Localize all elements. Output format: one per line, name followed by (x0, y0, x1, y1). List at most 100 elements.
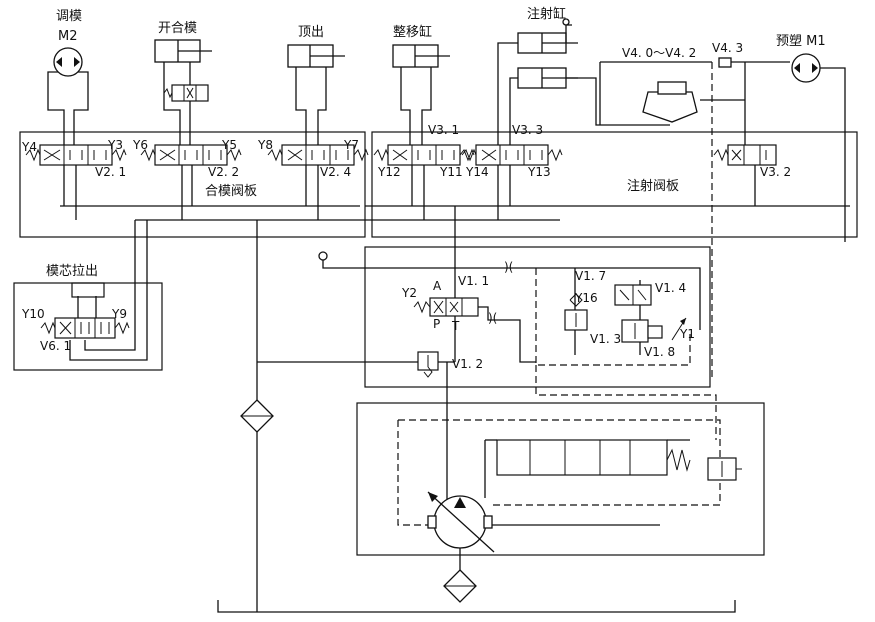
v31-label: V3. 1 (428, 123, 459, 137)
pipe (566, 77, 670, 126)
valve-v1-3 (564, 293, 588, 331)
pipe (317, 67, 327, 145)
v22-label: V2. 2 (208, 165, 239, 179)
pipe (322, 260, 701, 330)
y6-label: Y6 (132, 138, 148, 152)
v12-label: V1. 2 (452, 357, 483, 371)
pipe (163, 62, 181, 145)
y8-label: Y8 (257, 138, 273, 152)
valve-v1-1 (413, 297, 479, 317)
pump-unit-panel-border (356, 402, 765, 556)
valve-v3-2 (713, 144, 777, 166)
pipe (509, 77, 518, 145)
dashed-pilot-line (535, 365, 717, 440)
v32-label: V3. 2 (760, 165, 791, 179)
m2-label: M2 (58, 29, 78, 44)
valve-v2-2 (140, 144, 242, 166)
valve-v1-4 (614, 284, 652, 306)
pipe (565, 24, 572, 43)
clamp-plate-label: 合模阀板 (205, 184, 257, 199)
v14-label: V1. 4 (655, 281, 686, 295)
variable-arrowhead (428, 492, 438, 502)
pipe (820, 67, 846, 242)
valve-v1-8 (621, 317, 687, 343)
mold-adjust-motor-m2 (53, 47, 83, 77)
screw-barrel-unit (642, 81, 698, 123)
motor-arrow (812, 63, 818, 73)
gauge-point (562, 18, 570, 26)
y2-label: Y2 (401, 286, 417, 300)
injection-valve-plate-border (371, 131, 858, 238)
pipe (478, 306, 536, 363)
pilot-valve-panel-border (364, 246, 711, 388)
pipe (47, 71, 65, 145)
valve-v3-1 (373, 144, 475, 166)
v21-label: V2. 1 (95, 165, 126, 179)
y16-label: Y16 (574, 291, 598, 305)
pipe (400, 67, 411, 145)
motor-arrow (74, 57, 80, 67)
carriage-label: 整移缸 (393, 24, 432, 40)
motor-arrow (56, 57, 62, 67)
valve-v2-1 (25, 144, 127, 166)
dashed-pilot-line (397, 420, 428, 526)
injection-plate-label: 注射阀板 (627, 178, 679, 194)
y10-label: Y10 (21, 307, 45, 321)
pipe (69, 220, 148, 361)
pipe (73, 71, 89, 145)
variable-arrow (427, 491, 495, 553)
v18-label: V1. 8 (644, 345, 675, 359)
y3-label: Y3 (107, 138, 123, 152)
clamp-valve-plate-border (19, 131, 366, 238)
y14-label: Y14 (465, 165, 489, 179)
valve-v2-4 (267, 144, 369, 166)
preplastic-label: 预塑 M1 (776, 34, 826, 49)
v43-label: V4. 3 (712, 41, 743, 55)
y1-label: Y1 (679, 327, 695, 341)
relief-valve-v1-2 (417, 351, 439, 378)
v4-label: V4. 0～V4. 2 (622, 46, 696, 60)
pipe (421, 67, 432, 145)
y12-label: Y12 (377, 165, 401, 179)
pump-control-valve (496, 439, 691, 476)
ejector-label: 顶出 (298, 25, 324, 40)
y13-label: Y13 (527, 165, 551, 179)
pipe (295, 67, 307, 145)
v11-label: V1. 1 (458, 274, 489, 288)
tank-line (217, 600, 736, 613)
pipe (84, 220, 136, 351)
pump-port (483, 515, 493, 529)
v24-label: V2. 4 (320, 165, 351, 179)
y5-label: Y5 (221, 138, 237, 152)
relief-valve-pump (707, 457, 742, 481)
orifice-symbol: )( (488, 311, 497, 325)
open-close-label: 开合模 (158, 21, 197, 36)
core-pull-label: 模芯拉出 (46, 264, 98, 279)
filter-left (240, 399, 274, 433)
p-port-label: P (433, 317, 440, 331)
v61-label: V6. 1 (40, 339, 71, 353)
v17-label: V1. 7 (575, 269, 606, 283)
pipe (497, 42, 518, 145)
y4-label: Y4 (21, 140, 37, 154)
dashed-pilot-line (535, 268, 691, 366)
core-pull-cylinder (71, 282, 105, 298)
y9-label: Y9 (111, 307, 127, 321)
small-valve (163, 84, 209, 102)
valve-v6-1 (40, 317, 130, 339)
y11-label: Y11 (439, 165, 463, 179)
mold-adjust-label: 调模 (56, 9, 82, 24)
v13-label: V1. 3 (590, 332, 621, 346)
valve-v3-3 (461, 144, 563, 166)
a-port-label: A (433, 279, 442, 293)
v33-label: V3. 3 (512, 123, 543, 137)
y7-label: Y7 (343, 138, 359, 152)
t-port-label: T (451, 319, 460, 333)
gauge-connection (318, 251, 328, 261)
orifice-symbol: )( (504, 260, 513, 274)
motor-arrow (794, 63, 800, 73)
pump-port (427, 515, 437, 529)
pump-arrow (454, 497, 466, 508)
filter-bottom (443, 569, 477, 603)
